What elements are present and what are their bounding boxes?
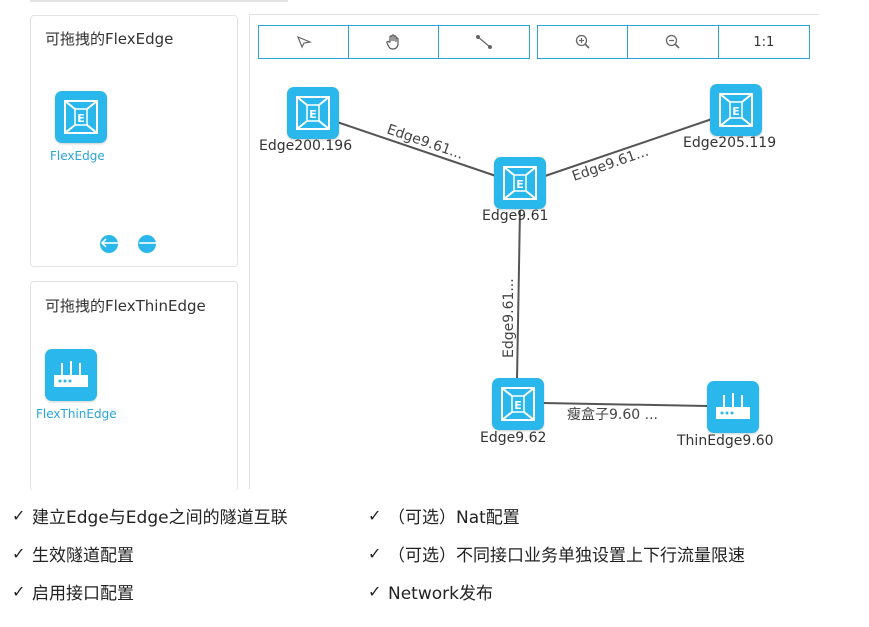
feature-item: ✓ 建立Edge与Edge之间的隧道互联 [0, 496, 288, 534]
link-edge9-62-thinedge[interactable] [542, 402, 708, 407]
feature-item: ✓ Network发布 [356, 572, 745, 610]
node-label-edge9-61: Edge9.61 [482, 208, 549, 224]
pan-tool-button[interactable] [349, 26, 439, 58]
link-edge9-61-edge9-62[interactable] [516, 209, 521, 381]
feature-text: （可选）不同接口业务单独设置上下行流量限速 [388, 545, 745, 566]
feature-item: ✓ （可选）Nat配置 [356, 496, 745, 534]
feature-item: ✓ （可选）不同接口业务单独设置上下行流量限速 [356, 534, 745, 572]
zoom-out-icon [665, 34, 680, 49]
node-edge9-62[interactable]: E [492, 378, 544, 430]
feature-text: 启用接口配置 [32, 583, 134, 604]
link-label-4: 瘦盒子9.60 ... [567, 406, 658, 423]
node-edge205-119[interactable]: E [710, 84, 762, 136]
node-label-thinedge9-60: ThinEdge9.60 [677, 433, 774, 449]
pointer-icon [296, 35, 312, 49]
flexthinedge-label: FlexThinEdge [36, 407, 117, 421]
feature-text: （可选）Nat配置 [388, 507, 520, 528]
flexedge-palette: 可拖拽的FlexEdge E FlexEdge 🡐 🡒 [30, 15, 238, 267]
node-edge200-196[interactable]: E [287, 87, 339, 139]
check-icon: ✓ [12, 505, 26, 525]
svg-text:E: E [309, 108, 317, 121]
check-icon: ✓ [12, 543, 26, 563]
check-icon: ✓ [368, 543, 382, 563]
node-label-edge200-196: Edge200.196 [259, 138, 353, 154]
topology-canvas[interactable] [249, 14, 819, 489]
flexedge-label: FlexEdge [50, 149, 105, 163]
node-label-edge9-62: Edge9.62 [480, 430, 547, 446]
hand-icon [385, 34, 399, 50]
zoom-in-button[interactable] [538, 26, 629, 58]
node-edge9-61[interactable]: E [494, 157, 546, 209]
svg-text:E: E [516, 178, 524, 191]
select-tool-button[interactable] [259, 26, 349, 58]
flexedge-draggable-icon[interactable]: E [55, 91, 107, 143]
feature-text: 生效隧道配置 [32, 545, 134, 566]
flexedge-palette-title: 可拖拽的FlexEdge [45, 30, 174, 48]
check-icon: ✓ [368, 581, 382, 601]
link-tool-button[interactable] [439, 26, 529, 58]
flexthinedge-palette-title: 可拖拽的FlexThinEdge [45, 297, 206, 315]
top-divider [30, 0, 288, 2]
zoom-toolbar: 1:1 [537, 25, 810, 59]
feature-text: Network发布 [388, 583, 493, 604]
check-icon: ✓ [12, 581, 26, 601]
link-edge205-edge9-61[interactable] [544, 118, 713, 177]
actual-size-button[interactable]: 1:1 [718, 26, 809, 58]
feature-list-left: ✓ 建立Edge与Edge之间的隧道互联 ✓ 生效隧道配置 ✓ 启用接口配置 [0, 496, 288, 610]
zoom-in-icon [575, 34, 590, 49]
node-label-edge205-119: Edge205.119 [683, 135, 777, 151]
svg-text:E: E [514, 399, 522, 412]
node-thinedge9-60[interactable] [707, 381, 759, 433]
feature-list-right: ✓ （可选）Nat配置 ✓ （可选）不同接口业务单独设置上下行流量限速 ✓ Netwo… [356, 496, 745, 610]
link-edge200-edge9-61[interactable] [336, 121, 497, 177]
flexthinedge-palette: 可拖拽的FlexThinEdge FlexThinEdge [30, 281, 238, 491]
edit-toolbar [258, 25, 530, 59]
check-icon: ✓ [368, 505, 382, 525]
link-label-3: Edge9.61... [501, 278, 517, 358]
feature-text: 建立Edge与Edge之间的隧道互联 [32, 507, 288, 528]
connect-icon [476, 35, 492, 49]
zoom-out-button[interactable] [628, 26, 719, 58]
svg-text:E: E [732, 105, 740, 118]
flexthinedge-draggable-icon[interactable] [45, 349, 97, 401]
feature-item: ✓ 生效隧道配置 [0, 534, 288, 572]
svg-text:E: E [77, 112, 85, 125]
feature-item: ✓ 启用接口配置 [0, 572, 288, 610]
